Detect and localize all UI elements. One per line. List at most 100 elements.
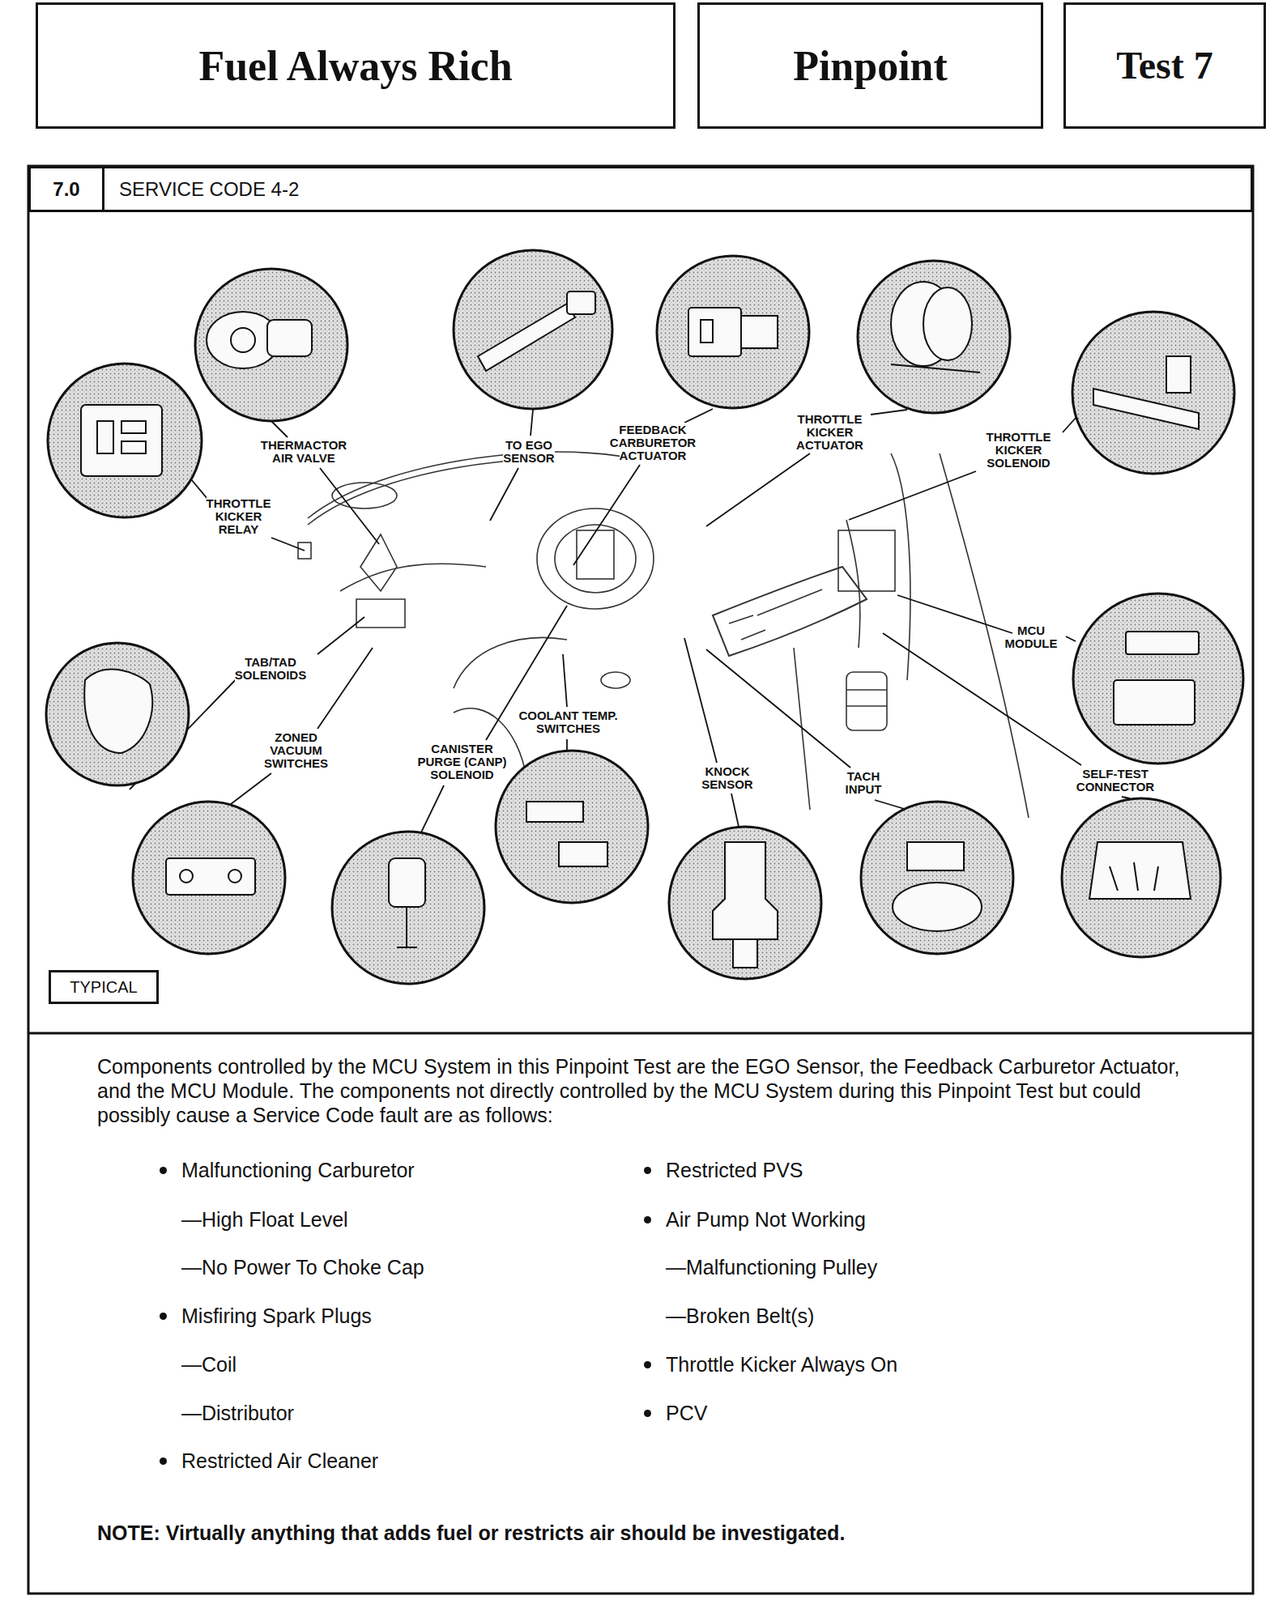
part-callout: ZONED VACUUM SWITCHES bbox=[253, 731, 339, 771]
bullet-dot bbox=[643, 1167, 652, 1175]
sub-item: —Broken Belt(s) bbox=[665, 1304, 814, 1329]
part-callout: CANISTER PURGE (CANP) SOLENOID bbox=[411, 742, 513, 782]
component-sketches bbox=[1093, 388, 1199, 430]
part-callout: FEEDBACK CARBURETOR ACTUATOR bbox=[604, 423, 702, 463]
box-text: TYPICAL bbox=[69, 978, 137, 998]
part-callout-text: KNOCK SENSOR bbox=[701, 764, 753, 792]
part-callout: MCU MODULE bbox=[998, 624, 1064, 651]
component-sketches bbox=[1109, 862, 1159, 891]
leader-lines bbox=[1121, 796, 1130, 799]
bullet-item: Throttle Kicker Always On bbox=[665, 1352, 898, 1377]
leader-lines bbox=[530, 409, 533, 436]
bullet-item: Restricted PVS bbox=[665, 1158, 804, 1183]
component-sketches bbox=[477, 303, 576, 371]
component-sketches bbox=[396, 907, 418, 948]
engine-sketch bbox=[728, 589, 823, 640]
part-callout: TO EGO SENSOR bbox=[496, 438, 562, 465]
bullet-item: PCV bbox=[665, 1401, 708, 1426]
engine-sketch bbox=[554, 524, 636, 593]
part-callout: TACH INPUT bbox=[835, 770, 892, 797]
leader-lines bbox=[129, 409, 1130, 833]
box-text: Test 7 bbox=[1116, 46, 1214, 86]
engine-sketch bbox=[846, 519, 861, 648]
sub-item: —No Power To Choke Cap bbox=[181, 1255, 425, 1280]
component-circles bbox=[132, 801, 286, 955]
part-callout-text: TO EGO SENSOR bbox=[502, 438, 555, 465]
engine-sketch bbox=[536, 508, 654, 610]
typical-tag: TYPICAL bbox=[48, 970, 159, 1005]
bullet-dot bbox=[159, 1312, 167, 1321]
bullet-dot bbox=[159, 1167, 167, 1175]
component-sketches bbox=[892, 882, 982, 932]
sub-item: —High Float Level bbox=[181, 1207, 349, 1232]
component-circles bbox=[495, 750, 648, 904]
component-circles bbox=[332, 831, 485, 985]
engine-sketch bbox=[712, 566, 867, 657]
component-circles bbox=[46, 250, 1244, 985]
leader-lines bbox=[271, 421, 288, 438]
leader-lines bbox=[573, 464, 640, 566]
body-paragraph: Components controlled by the MCU System … bbox=[97, 1054, 1199, 1128]
box-text: Fuel Always Rich bbox=[198, 42, 512, 90]
page-frame bbox=[28, 166, 1253, 1594]
engine-sketch bbox=[890, 453, 911, 681]
sub-item: —Distributor bbox=[181, 1401, 295, 1426]
bullet-item: Malfunctioning Carburetor bbox=[181, 1158, 415, 1183]
engine-sketch bbox=[600, 672, 631, 689]
part-callout-text: MCU MODULE bbox=[1005, 623, 1058, 651]
part-callout: THROTTLE KICKER RELAY bbox=[196, 497, 282, 537]
leader-lines bbox=[317, 647, 373, 729]
leader-lines bbox=[706, 453, 810, 527]
part-callout: SELF-TEST CONNECTOR bbox=[1066, 767, 1164, 794]
engine-sketch bbox=[838, 530, 895, 592]
component-sketches bbox=[688, 307, 742, 357]
sub-item: —Coil bbox=[181, 1352, 237, 1377]
leader-lines bbox=[897, 595, 1013, 634]
engine-sketch bbox=[576, 530, 614, 580]
component-sketches bbox=[228, 869, 242, 883]
part-callout: COOLANT TEMP. SWITCHES bbox=[513, 709, 623, 736]
leader-lines bbox=[562, 654, 567, 708]
engine-sketch bbox=[793, 647, 810, 810]
leader-lines bbox=[191, 479, 208, 499]
component-sketches bbox=[121, 441, 146, 454]
part-callout-text: THROTTLE KICKER ACTUATOR bbox=[796, 412, 864, 452]
part-callout-text: THERMACTOR AIR VALVE bbox=[260, 438, 347, 465]
box-text: Pinpoint bbox=[792, 42, 948, 90]
component-sketches bbox=[80, 404, 162, 477]
component-sketches bbox=[1166, 356, 1191, 393]
part-callout-text: TAB/TAD SOLENOIDS bbox=[234, 655, 307, 682]
component-sketches bbox=[907, 842, 964, 871]
engine-sketch bbox=[846, 689, 887, 691]
box-text: 7.0 bbox=[52, 178, 80, 201]
component-circles bbox=[46, 643, 189, 786]
component-sketches bbox=[97, 421, 114, 454]
component-sketches bbox=[923, 287, 972, 361]
leader-lines bbox=[684, 638, 717, 763]
header-box: Pinpoint bbox=[697, 2, 1044, 129]
component-circles bbox=[1073, 593, 1244, 764]
component-circles bbox=[860, 801, 1014, 955]
component-sketches bbox=[733, 939, 758, 968]
component-circles bbox=[1072, 311, 1235, 474]
component-sketches bbox=[166, 858, 256, 895]
bullet-dot bbox=[643, 1216, 652, 1224]
component-sketches bbox=[121, 421, 146, 434]
test-number-box: Test 7 bbox=[1063, 2, 1266, 129]
part-callout: THERMACTOR AIR VALVE bbox=[255, 438, 353, 465]
bullet-dot bbox=[643, 1361, 652, 1369]
leader-lines bbox=[271, 537, 305, 551]
section-title-cell: SERVICE CODE 4-2 bbox=[102, 166, 1253, 213]
component-circles bbox=[453, 250, 613, 410]
component-sketches bbox=[526, 801, 584, 823]
leader-lines bbox=[317, 617, 365, 655]
component-sketches bbox=[700, 319, 713, 343]
component-sketches bbox=[712, 842, 778, 940]
part-callout-text: THROTTLE KICKER SOLENOID bbox=[986, 430, 1052, 470]
component-sketches bbox=[1125, 631, 1199, 655]
component-sketches bbox=[267, 319, 312, 357]
part-callout-text: SELF-TEST CONNECTOR bbox=[1076, 767, 1155, 794]
leader-lines bbox=[870, 409, 908, 415]
component-sketches bbox=[388, 858, 426, 908]
